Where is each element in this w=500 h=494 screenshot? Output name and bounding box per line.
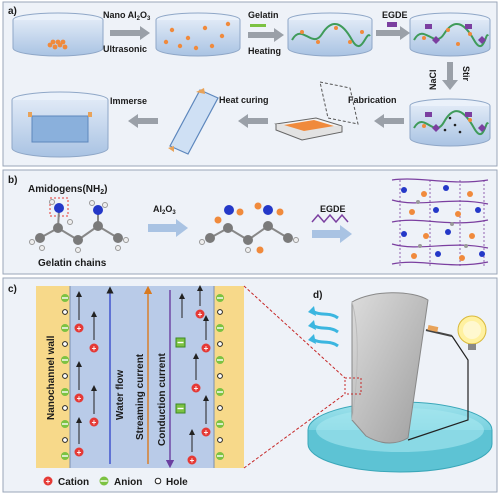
panel-cd: c) Nanochannel wall <box>2 277 498 493</box>
gelatin-chain <box>291 23 371 48</box>
device-illustration <box>307 292 493 473</box>
crosslinked-network <box>391 178 489 268</box>
arrow-step-4: NaCl Stir <box>428 62 471 90</box>
gelatin-chains-label: Gelatin chains <box>38 258 107 269</box>
panel-a-label: a) <box>8 6 17 17</box>
panel-c-label: c) <box>8 284 17 295</box>
zoom-line-top <box>243 285 346 379</box>
panel-b-label: b) <box>8 175 17 186</box>
hole-icon <box>154 477 162 485</box>
molecule-gelatin <box>29 199 129 253</box>
immersion-cup <box>11 91 109 158</box>
svg-text:Stir: Stir <box>461 66 471 82</box>
svg-text:+: + <box>77 448 82 457</box>
legend-cation: Cation <box>58 477 89 488</box>
svg-text:Heat curing: Heat curing <box>219 95 269 105</box>
streaming-current-label: Streaming current <box>135 353 146 440</box>
svg-text:+: + <box>46 477 51 486</box>
cation-icon <box>43 476 53 486</box>
zoom-box <box>344 377 362 395</box>
svg-text:+: + <box>77 324 82 333</box>
svg-text:EGDE: EGDE <box>320 204 346 214</box>
legend: + Cation Anion Hole <box>43 476 188 488</box>
nanoparticles <box>47 39 68 50</box>
cations-moving: + + + + + + + + + + <box>74 285 211 465</box>
cup-5 <box>409 98 491 147</box>
water-flow-label: Water flow <box>115 370 126 420</box>
arrow-step-1: Nano Al2O3 Ultrasonic <box>103 10 151 54</box>
svg-text:+: + <box>92 418 97 427</box>
cup-2 <box>155 12 241 57</box>
svg-text:Heating: Heating <box>248 46 281 56</box>
wall-ions-right <box>216 294 224 460</box>
conduction-current-label: Conduction current <box>157 353 168 446</box>
panel-d-label: d) <box>313 290 322 301</box>
dispersed-nanoparticles <box>163 21 231 51</box>
panel-b: b) Amidogens(NH2) Gelatin chains <box>2 169 498 275</box>
svg-text:Al2O3: Al2O3 <box>153 204 176 216</box>
svg-text:NaCl: NaCl <box>428 69 438 90</box>
arrow-b-2: EGDE <box>311 204 352 243</box>
cup-3 <box>287 12 373 57</box>
panel-a: a) Nano Al2O3 Ultrasonic <box>2 1 498 167</box>
wall-ions-left <box>61 294 69 460</box>
amidogens-label: Amidogens(NH2) <box>28 184 107 196</box>
nanochannel-wall-label: Nanochannel wall <box>46 335 57 420</box>
svg-text:+: + <box>92 344 97 353</box>
hydrogel-sheet <box>351 292 429 444</box>
legend-anion: Anion <box>114 477 142 488</box>
svg-text:+: + <box>204 428 209 437</box>
circuit-wire <box>407 335 469 441</box>
arrow-step-7: Immerse <box>110 96 158 128</box>
electrode-wire <box>425 329 453 337</box>
cup-1 <box>12 12 104 57</box>
svg-text:Immerse: Immerse <box>110 96 147 106</box>
svg-text:+: + <box>194 384 199 393</box>
svg-text:+: + <box>204 344 209 353</box>
svg-text:+: + <box>190 456 195 465</box>
svg-text:EGDE: EGDE <box>382 10 408 20</box>
cured-sheet <box>168 88 219 155</box>
cup-4 <box>409 12 491 57</box>
svg-text:+: + <box>198 310 203 319</box>
evaporation-arrows <box>308 306 339 348</box>
arrow-step-6: Heat curing <box>219 95 269 128</box>
nanochannel: Nanochannel wall <box>36 285 244 469</box>
svg-text:Fabrication: Fabrication <box>348 95 397 105</box>
svg-text:Gelatin: Gelatin <box>248 10 279 20</box>
svg-text:Nano Al2O3: Nano Al2O3 <box>103 10 151 22</box>
legend-hole: Hole <box>166 477 188 488</box>
arrow-step-3: EGDE <box>376 10 410 40</box>
arrow-step-5: Fabrication <box>348 95 404 128</box>
arrow-b-1: Al2O3 <box>148 204 188 237</box>
svg-text:+: + <box>77 394 82 403</box>
mold <box>274 81 359 141</box>
arrow-step-2: Gelatin Heating <box>248 10 284 56</box>
anions-channel <box>175 337 186 414</box>
molecule-gelatin-al2o3 <box>199 202 299 254</box>
svg-text:Ultrasonic: Ultrasonic <box>103 44 147 54</box>
zoom-line-bottom <box>243 393 346 469</box>
